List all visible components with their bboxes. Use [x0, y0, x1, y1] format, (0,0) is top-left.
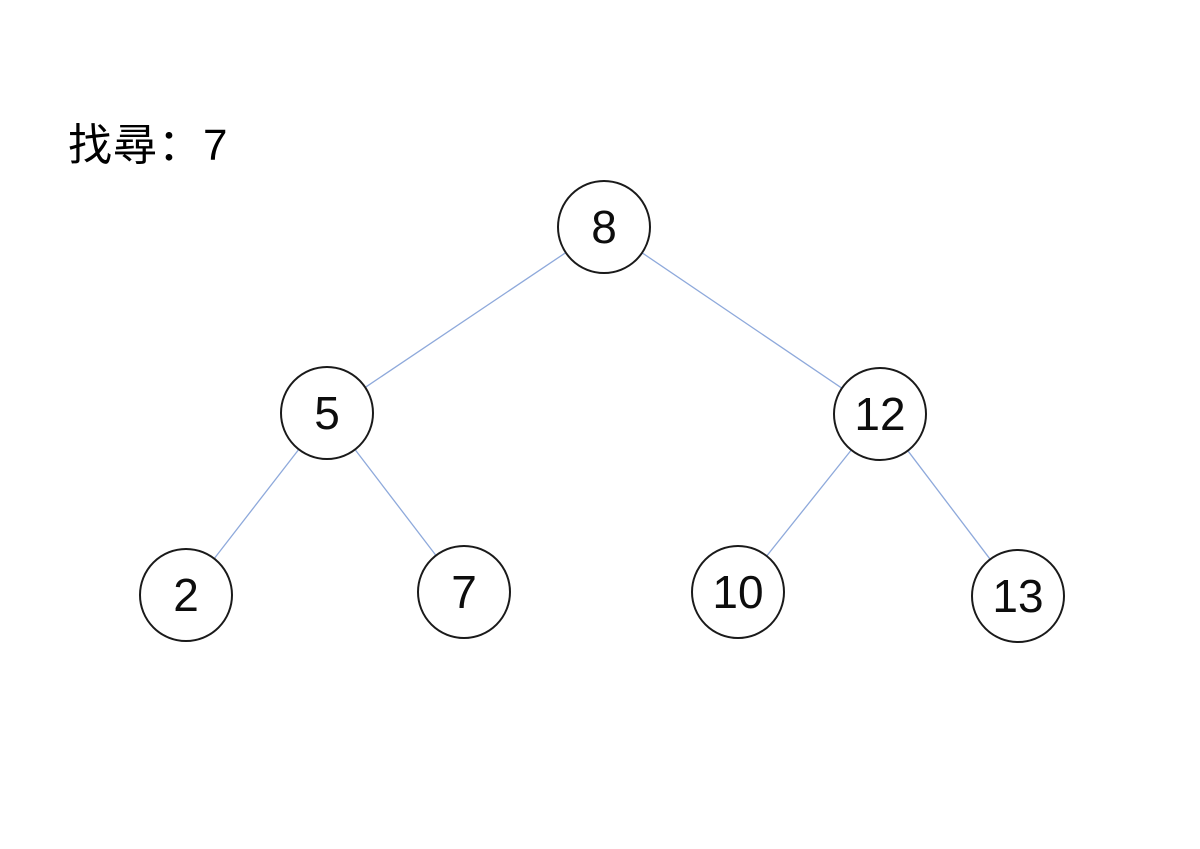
tree-edge-8-12: [641, 252, 843, 389]
tree-node-5: 5: [280, 366, 374, 460]
tree-node-label-10: 10: [712, 566, 763, 618]
tree-node-circle-10: [691, 545, 785, 639]
tree-edge-12-13: [907, 450, 991, 560]
tree-node-label-7: 7: [451, 566, 477, 618]
tree-node-label-2: 2: [173, 569, 199, 621]
tree-node-circle-7: [417, 545, 511, 639]
tree-node-12: 12: [833, 367, 927, 461]
tree-node-7: 7: [417, 545, 511, 639]
tree-node-13: 13: [971, 549, 1065, 643]
tree-node-label-5: 5: [314, 387, 340, 439]
tree-node-circle-5: [280, 366, 374, 460]
tree-node-2: 2: [139, 548, 233, 642]
tree-edge-8-5: [364, 252, 567, 388]
tree-node-label-12: 12: [854, 388, 905, 440]
tree-node-circle-8: [557, 180, 651, 274]
tree-edge-5-2: [213, 449, 300, 559]
tree-node-label-8: 8: [591, 201, 617, 253]
tree-edge-12-10: [766, 449, 852, 557]
tree-node-label-13: 13: [992, 570, 1043, 622]
page-title: 找尋：7: [68, 121, 229, 170]
tree-node-8: 8: [557, 180, 651, 274]
tree-node-circle-12: [833, 367, 927, 461]
tree-node-10: 10: [691, 545, 785, 639]
tree-node-circle-2: [139, 548, 233, 642]
tree-edge-5-7: [354, 449, 437, 556]
tree-node-circle-13: [971, 549, 1065, 643]
